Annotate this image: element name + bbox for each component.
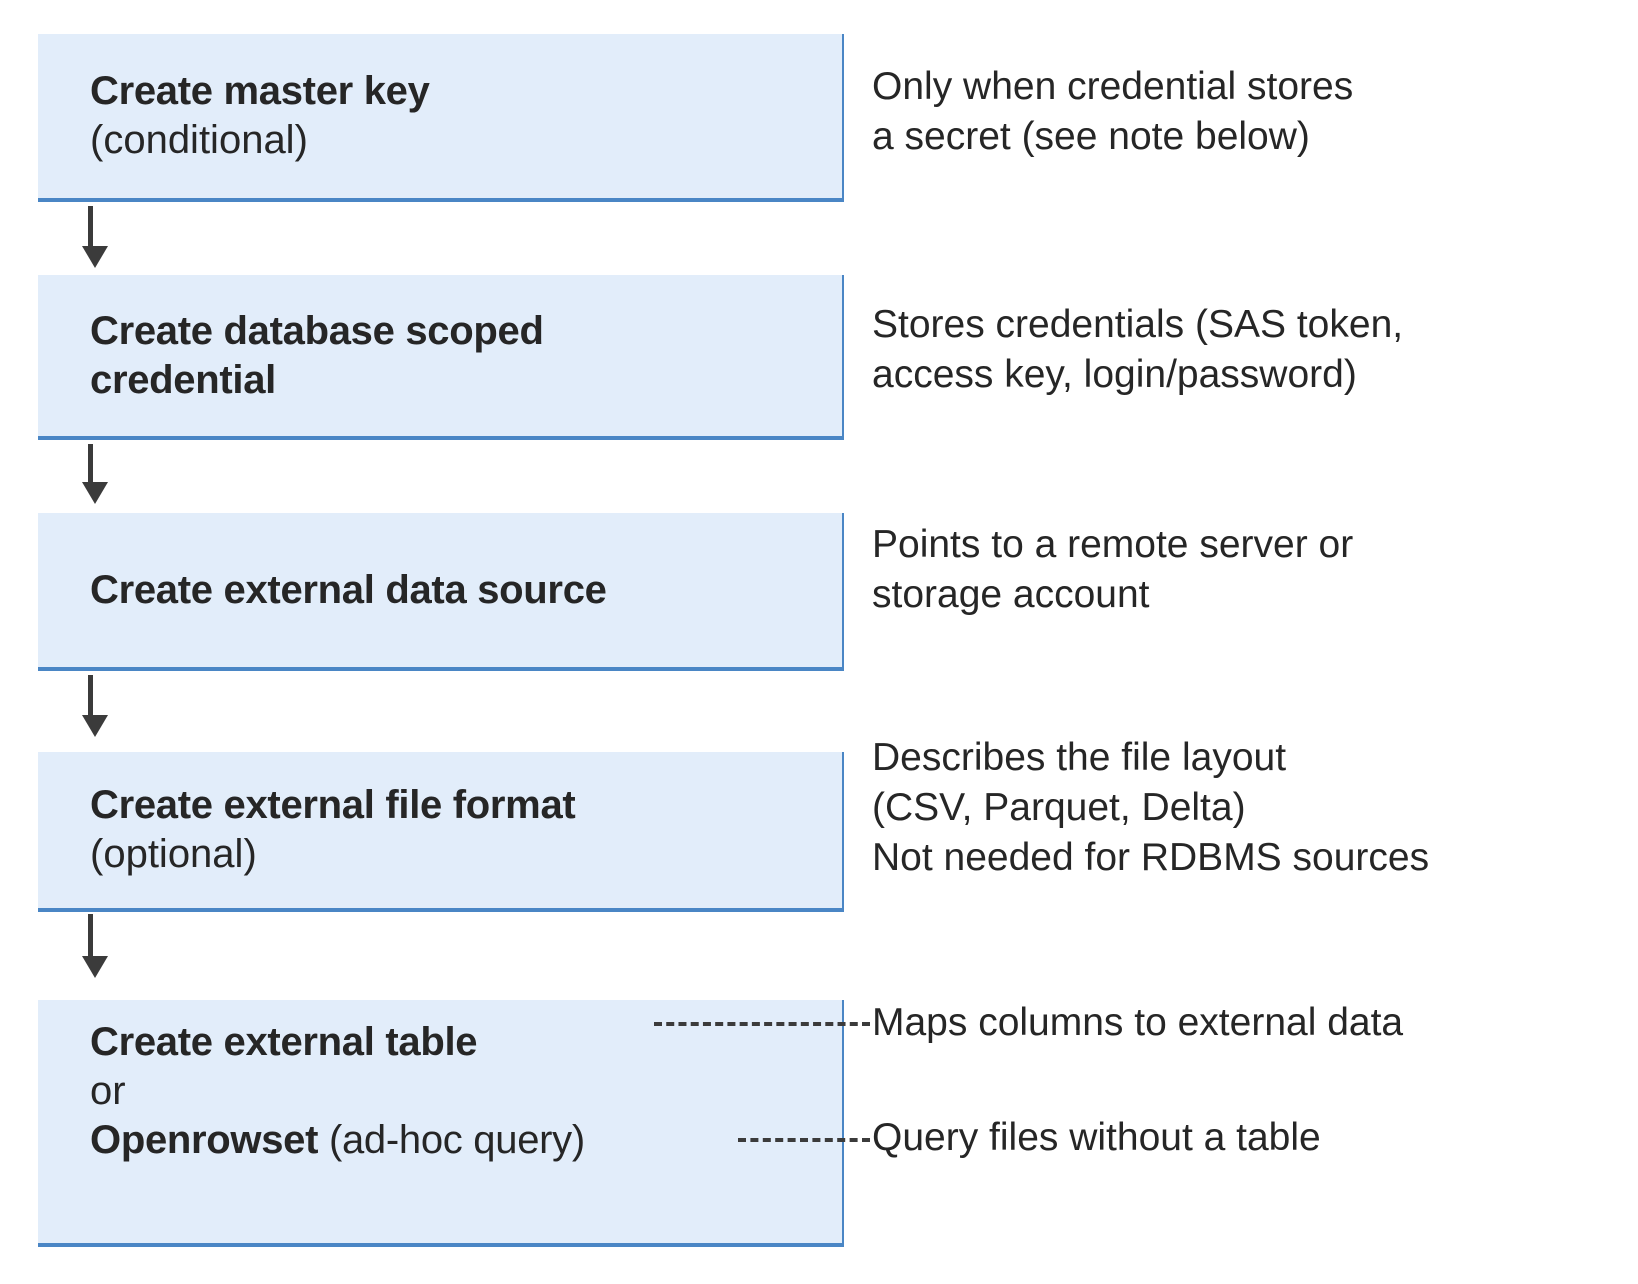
step-box-text: Create external file format (optional) xyxy=(38,781,842,879)
step-note-create-master-key: Only when credential stores a secret (se… xyxy=(872,65,1354,158)
step-title: Create external data source xyxy=(90,567,607,612)
dashed-connector-external-table xyxy=(654,1022,870,1026)
flow-arrow-4-to-5 xyxy=(82,914,108,980)
flow-arrow-3-to-4 xyxy=(82,675,108,737)
step-or-label: or xyxy=(90,1068,126,1113)
step-box-text: Create external data source xyxy=(38,566,842,615)
step-subtitle: (conditional) xyxy=(90,118,308,162)
step-box-create-external-table-or-openrowset[interactable]: Create external table or Openrowset (ad-… xyxy=(38,1000,844,1247)
flow-arrow-2-to-3 xyxy=(82,444,108,506)
step-alt-title: Openrowset xyxy=(90,1117,319,1162)
step-note-create-database-scoped-credential: Stores credentials (SAS token, access ke… xyxy=(872,303,1404,396)
step-alt-title-line: Openrowset (ad-hoc query) xyxy=(90,1116,828,1165)
step-note-create-external-data-source: Points to a remote server or storage acc… xyxy=(872,523,1354,616)
step-box-text: Create master key (conditional) xyxy=(38,67,842,165)
step-title: Create master key xyxy=(90,69,430,114)
dashed-connector-openrowset xyxy=(738,1138,870,1142)
step-box-create-database-scoped-credential[interactable]: Create database scoped credential xyxy=(38,275,844,440)
flow-arrow-1-to-2 xyxy=(82,206,108,268)
step-box-text: Create external table or Openrowset (ad-… xyxy=(38,1000,842,1164)
step-title: Create external file format xyxy=(90,783,576,828)
step-title: Create external table xyxy=(90,1020,478,1064)
step-box-create-master-key[interactable]: Create master key (conditional) xyxy=(38,34,844,202)
step-box-create-external-data-source[interactable]: Create external data source xyxy=(38,513,844,671)
step-box-create-external-file-format[interactable]: Create external file format (optional) xyxy=(38,752,844,912)
step-note-external-table: Maps columns to external data xyxy=(872,1001,1404,1044)
step-box-text: Create database scoped credential xyxy=(38,307,842,405)
step-title: Create database scoped credential xyxy=(90,308,544,402)
step-alt-suffix: (ad-hoc query) xyxy=(318,1117,585,1162)
step-note-create-external-file-format: Describes the file layout (CSV, Parquet,… xyxy=(872,736,1430,879)
step-subtitle: (optional) xyxy=(90,832,257,876)
step-note-openrowset: Query files without a table xyxy=(872,1116,1321,1159)
